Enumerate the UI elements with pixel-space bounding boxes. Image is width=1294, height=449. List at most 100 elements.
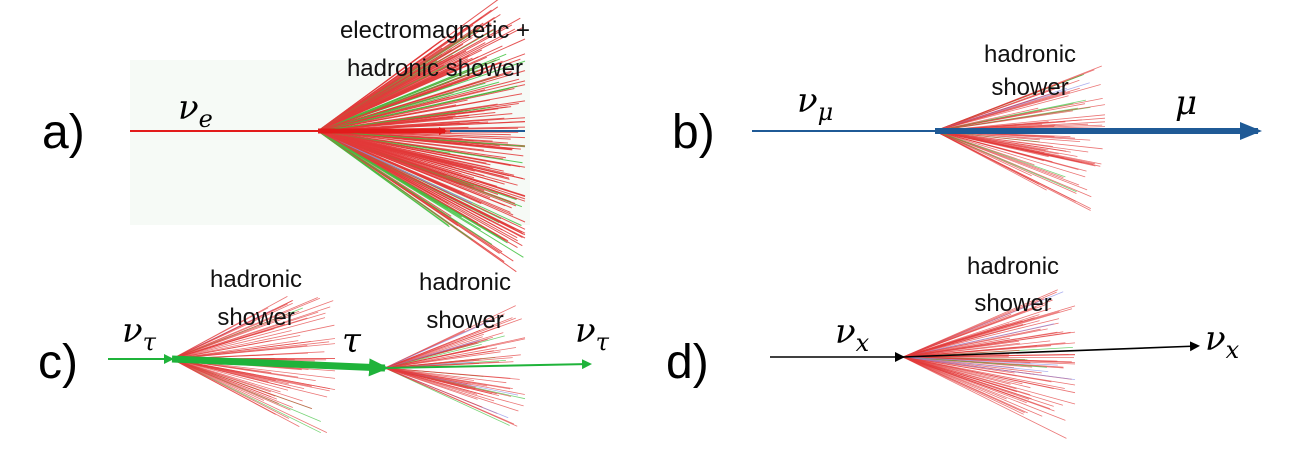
shower-track (317, 43, 464, 132)
shower-track (902, 328, 1048, 358)
shower-track (902, 356, 1054, 407)
shower-track (317, 130, 524, 235)
shower-track (384, 367, 478, 400)
shower-track (384, 367, 511, 390)
shower-track (171, 358, 303, 402)
shower-track (934, 130, 1047, 191)
shower-track (902, 356, 1027, 404)
shower-track (171, 358, 289, 391)
shower-track (171, 313, 289, 360)
shower-track (171, 317, 326, 360)
shower-b-hadronic (934, 65, 1106, 211)
shower-track (317, 16, 483, 132)
shower-d-hadronic (902, 289, 1076, 439)
shower-track (902, 356, 1067, 439)
shower-track (902, 356, 1028, 414)
shower-track (171, 335, 301, 360)
shower-track (317, 69, 479, 132)
shower-track (317, 130, 487, 164)
shower-caption-a-line1: electromagnetic + (340, 17, 530, 44)
shower-track (171, 338, 336, 360)
nu-e-label: νe (178, 88, 213, 133)
muon-label: μ (1175, 83, 1197, 123)
shower-track (384, 346, 488, 369)
shower-track (171, 307, 269, 360)
nu-x-out-label: νx (1205, 319, 1240, 364)
shower-track (317, 130, 518, 239)
shower-track (902, 331, 1071, 358)
shower-track (171, 358, 300, 427)
shower-track (317, 28, 516, 132)
shower-track (317, 78, 469, 132)
shower-track (934, 130, 1086, 178)
shower-track (317, 130, 499, 195)
shower-track (171, 324, 335, 360)
shower-track (902, 317, 1035, 358)
shower-caption-c1-line1: hadronic (210, 266, 302, 293)
shower-track (171, 306, 331, 360)
shower-track (171, 297, 318, 360)
shower-track (171, 358, 279, 404)
shower-track (934, 130, 1089, 153)
shower-track (934, 130, 1088, 191)
shower-track (902, 356, 1064, 406)
shower-track (902, 323, 1054, 358)
nu-mu-label: νμ (797, 81, 833, 126)
shower-track (384, 367, 495, 402)
shower-track (317, 40, 442, 132)
shower-track (171, 341, 330, 360)
shower-track (902, 320, 1040, 358)
shower-track (171, 358, 265, 401)
shower-track (384, 336, 483, 369)
shower-track (934, 79, 1080, 132)
shower-track (171, 312, 326, 360)
shower-track (317, 89, 486, 132)
shower-track (902, 345, 1052, 358)
shower-track (317, 130, 526, 147)
shower-track (171, 300, 293, 360)
shower-track (317, 130, 450, 151)
shower-track (934, 84, 1101, 132)
shower-track (902, 318, 1060, 358)
shower-track (902, 356, 1052, 383)
panel-c: c) ντ hadronic shower τ hadronic shower … (38, 266, 610, 434)
shower-track (317, 130, 493, 245)
tau-neutrino-out-track (384, 359, 592, 370)
shower-track (934, 92, 1053, 132)
nu-tau-in-label: ντ (122, 311, 157, 356)
shower-track (902, 356, 1076, 380)
shower-track (902, 356, 1047, 368)
panel-d: d) νx hadronic shower νx (666, 253, 1240, 439)
shower-caption-b-line2: shower (991, 74, 1068, 101)
shower-track (384, 319, 495, 369)
nu-x-in-label: νx (835, 312, 870, 357)
shower-track (934, 130, 1077, 194)
shower-track (317, 130, 447, 189)
shower-caption-d-line1: hadronic (967, 253, 1059, 280)
shower-track (384, 351, 501, 369)
shower-track (317, 130, 523, 247)
shower-track (934, 130, 1044, 162)
shower-a-electromagnetic-hadronic (317, 0, 526, 273)
shower-track (384, 367, 511, 379)
panel-label-c: c) (38, 336, 78, 389)
panel-b: b) νμ hadronic shower μ (672, 41, 1262, 211)
shower-track (317, 130, 526, 168)
shower-track (317, 130, 524, 258)
shower-track (384, 367, 483, 408)
panel-label-d: d) (666, 336, 709, 389)
shower-track (902, 356, 1049, 372)
nu-tau-out-label: ντ (575, 311, 610, 356)
shower-track (902, 356, 1058, 366)
shower-caption-c2-line1: hadronic (419, 269, 511, 296)
shower-track (317, 56, 488, 132)
shower-track (317, 63, 485, 132)
shower-track (317, 130, 515, 176)
shower-track (902, 356, 1007, 400)
shower-track (384, 367, 476, 388)
shower-track (317, 87, 510, 132)
panel-a: a) νe electromagnetic + hadronic shower (42, 0, 530, 273)
shower-track (317, 107, 491, 132)
neutrino-out-track (902, 341, 1200, 358)
